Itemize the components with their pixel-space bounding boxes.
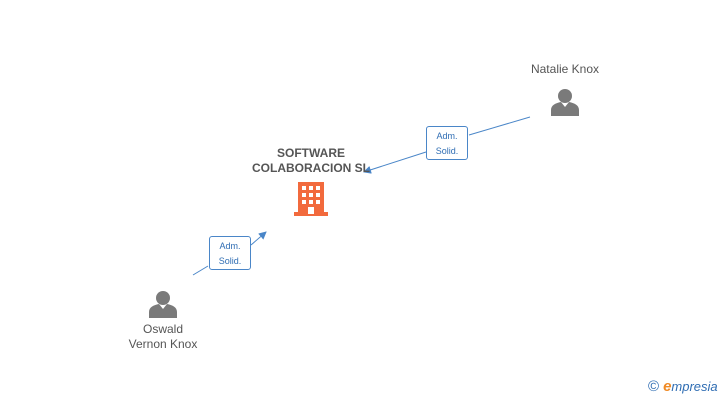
company-name-line1: SOFTWARE — [277, 146, 345, 160]
person-name-line1: Oswald — [142, 322, 183, 336]
relation-badge-oswald[interactable]: Adm. Solid. — [209, 236, 251, 270]
person-node-oswald-vernon-knox[interactable]: Oswald Vernon Knox — [108, 290, 218, 352]
edge-oswald-to-company — [192, 232, 266, 276]
copyright-icon: © — [648, 378, 660, 395]
relation-role-line1: Adm. — [219, 241, 241, 251]
relation-role-line2: Solid. — [435, 146, 459, 156]
company-name-line2: COLABORACION SL — [252, 161, 370, 175]
relation-badge-natalie[interactable]: Adm. Solid. — [426, 126, 468, 160]
person-name: Natalie Knox — [530, 62, 600, 76]
relation-role-line1: Adm. — [436, 131, 458, 141]
building-icon — [294, 182, 328, 216]
person-icon — [551, 89, 579, 116]
person-name-line2: Vernon Knox — [128, 337, 198, 351]
company-node[interactable]: SOFTWARE COLABORACION SL — [238, 146, 384, 216]
brand-rest: mpresia — [671, 379, 718, 394]
empresia-watermark: ©empresia — [648, 378, 718, 395]
brand-e: e — [663, 378, 672, 395]
person-node-natalie-knox[interactable]: Natalie Knox — [510, 62, 620, 116]
person-icon — [149, 291, 177, 318]
edge-natalie-to-company — [364, 116, 531, 172]
relation-role-line2: Solid. — [218, 256, 242, 266]
